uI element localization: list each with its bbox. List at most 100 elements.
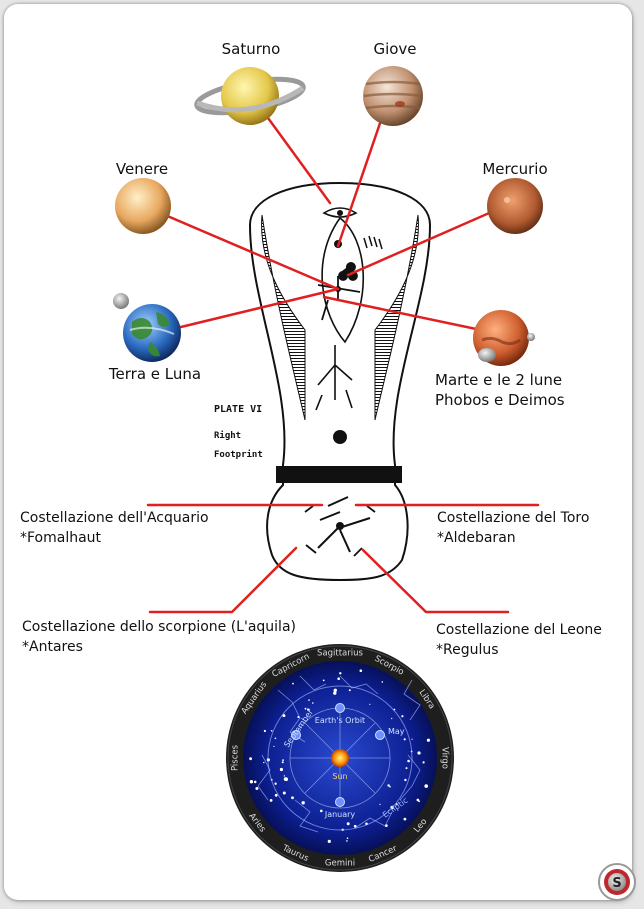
label-leo: Costellazione del Leone bbox=[436, 622, 602, 638]
star-dot bbox=[369, 703, 371, 705]
star-dot bbox=[312, 702, 314, 704]
star-dot bbox=[269, 799, 273, 802]
jupiter-icon bbox=[363, 66, 423, 126]
connector-scorpio bbox=[148, 546, 298, 614]
star-dot bbox=[426, 738, 430, 742]
footprint-carving bbox=[248, 181, 432, 582]
star-dot bbox=[348, 689, 351, 692]
site-logo: S bbox=[598, 863, 636, 901]
label-taurus: Costellazione del Toro bbox=[437, 510, 589, 526]
wheel-orbit-label: Earth's Orbit bbox=[315, 716, 365, 725]
label-aquarius: Costellazione dell'Acquario bbox=[20, 510, 209, 526]
plate-subtitle-2: Footprint bbox=[214, 449, 263, 460]
star-dot bbox=[322, 679, 325, 682]
star-dot bbox=[249, 757, 253, 761]
zodiac-sign-sagittarius: Sagittarius bbox=[317, 649, 363, 659]
moon-icon bbox=[113, 293, 129, 309]
star-dot bbox=[282, 714, 286, 718]
star-dot bbox=[403, 738, 406, 741]
label-aquarius-star: *Fomalhaut bbox=[20, 530, 102, 546]
sun-icon bbox=[331, 749, 349, 767]
zodiac-wheel: SagittariusScorpioLibraVirgoLeoCancerGem… bbox=[226, 644, 454, 872]
star-dot bbox=[270, 730, 273, 732]
logo-letter: S bbox=[612, 876, 621, 891]
footprint-marks-right bbox=[363, 235, 383, 250]
phobos-icon bbox=[478, 348, 496, 362]
star-dot bbox=[401, 715, 404, 718]
star-dot bbox=[255, 787, 259, 790]
footprint-dot-2 bbox=[333, 430, 347, 444]
star-dot bbox=[274, 782, 277, 785]
star-dot bbox=[281, 761, 284, 764]
ecliptic-orbit bbox=[267, 685, 413, 831]
star-dot bbox=[418, 800, 420, 803]
star-dot bbox=[359, 669, 363, 672]
footprint-eye-dot bbox=[337, 210, 343, 216]
star-dot bbox=[249, 780, 254, 784]
star-dot bbox=[424, 784, 429, 788]
saturn-icon bbox=[194, 67, 306, 125]
footprint-eye-glyph bbox=[322, 207, 358, 218]
star-dot bbox=[333, 688, 337, 692]
zodiac-sign-gemini: Gemini bbox=[325, 859, 355, 869]
star-dot bbox=[253, 780, 257, 784]
footprint-hatch-right bbox=[374, 214, 419, 421]
connector-venus bbox=[142, 204, 340, 291]
star-dot bbox=[301, 801, 305, 805]
star-dot bbox=[307, 708, 310, 711]
zodiac-sign-pisces: Pisces bbox=[231, 744, 241, 771]
label-scorpio: Costellazione dello scorpione (L'aquila) bbox=[22, 619, 296, 635]
label-mercury: Mercurio bbox=[482, 160, 547, 178]
connector-mercury bbox=[346, 201, 514, 277]
earth-orbit-point-left bbox=[291, 730, 301, 740]
star-dot bbox=[379, 803, 381, 806]
footprint-stick-figure bbox=[315, 345, 353, 411]
star-dot bbox=[404, 778, 407, 782]
star-dot bbox=[274, 737, 277, 740]
star-dot bbox=[419, 752, 421, 754]
star-dot bbox=[339, 672, 342, 675]
earth-icon bbox=[113, 293, 181, 362]
label-venus: Venere bbox=[116, 160, 168, 178]
star-dot bbox=[391, 717, 393, 720]
connector-earth bbox=[150, 287, 340, 336]
star-dot bbox=[422, 761, 425, 764]
star-dot bbox=[292, 682, 294, 685]
zodiac-sign-virgo: Virgo bbox=[440, 747, 450, 769]
star-field bbox=[249, 669, 430, 844]
wheel-month-january: January bbox=[324, 810, 356, 819]
star-dot bbox=[263, 729, 266, 733]
star-dot bbox=[263, 761, 265, 764]
venus-icon bbox=[115, 178, 171, 234]
footprint-trefoil-glyph bbox=[338, 262, 358, 281]
star-dot bbox=[411, 738, 413, 740]
star-dot bbox=[405, 767, 408, 770]
mars-icon bbox=[473, 310, 535, 366]
label-jupiter: Giove bbox=[373, 40, 416, 58]
footprint-leaf-shape bbox=[321, 216, 365, 344]
footprint-swastika-glyph bbox=[317, 496, 371, 553]
earth-orbit-point-bottom bbox=[335, 797, 345, 807]
mercury-icon bbox=[487, 178, 543, 234]
footprint-band bbox=[276, 466, 402, 483]
star-dot bbox=[279, 767, 283, 772]
footprint-heel-hooks bbox=[304, 505, 376, 557]
label-scorpio-star: *Antares bbox=[22, 639, 83, 655]
label-leo-star: *Regulus bbox=[436, 642, 499, 658]
star-dot bbox=[387, 784, 390, 787]
connector-mars bbox=[322, 295, 502, 336]
earth-orbit-point-right bbox=[375, 730, 385, 740]
label-mars-2: Phobos e Deimos bbox=[435, 391, 565, 409]
star-dot bbox=[346, 822, 350, 826]
plate-title: PLATE VI bbox=[214, 404, 262, 415]
footprint-hatch-left bbox=[261, 214, 306, 421]
star-dot bbox=[320, 809, 323, 813]
star-dot bbox=[327, 839, 331, 844]
star-dot bbox=[282, 759, 284, 761]
star-dot bbox=[308, 699, 310, 701]
star-dot bbox=[407, 759, 410, 763]
star-dot bbox=[274, 793, 278, 797]
footprint-heel-dot bbox=[336, 522, 344, 530]
star-dot bbox=[282, 791, 286, 795]
star-dot bbox=[283, 775, 286, 777]
